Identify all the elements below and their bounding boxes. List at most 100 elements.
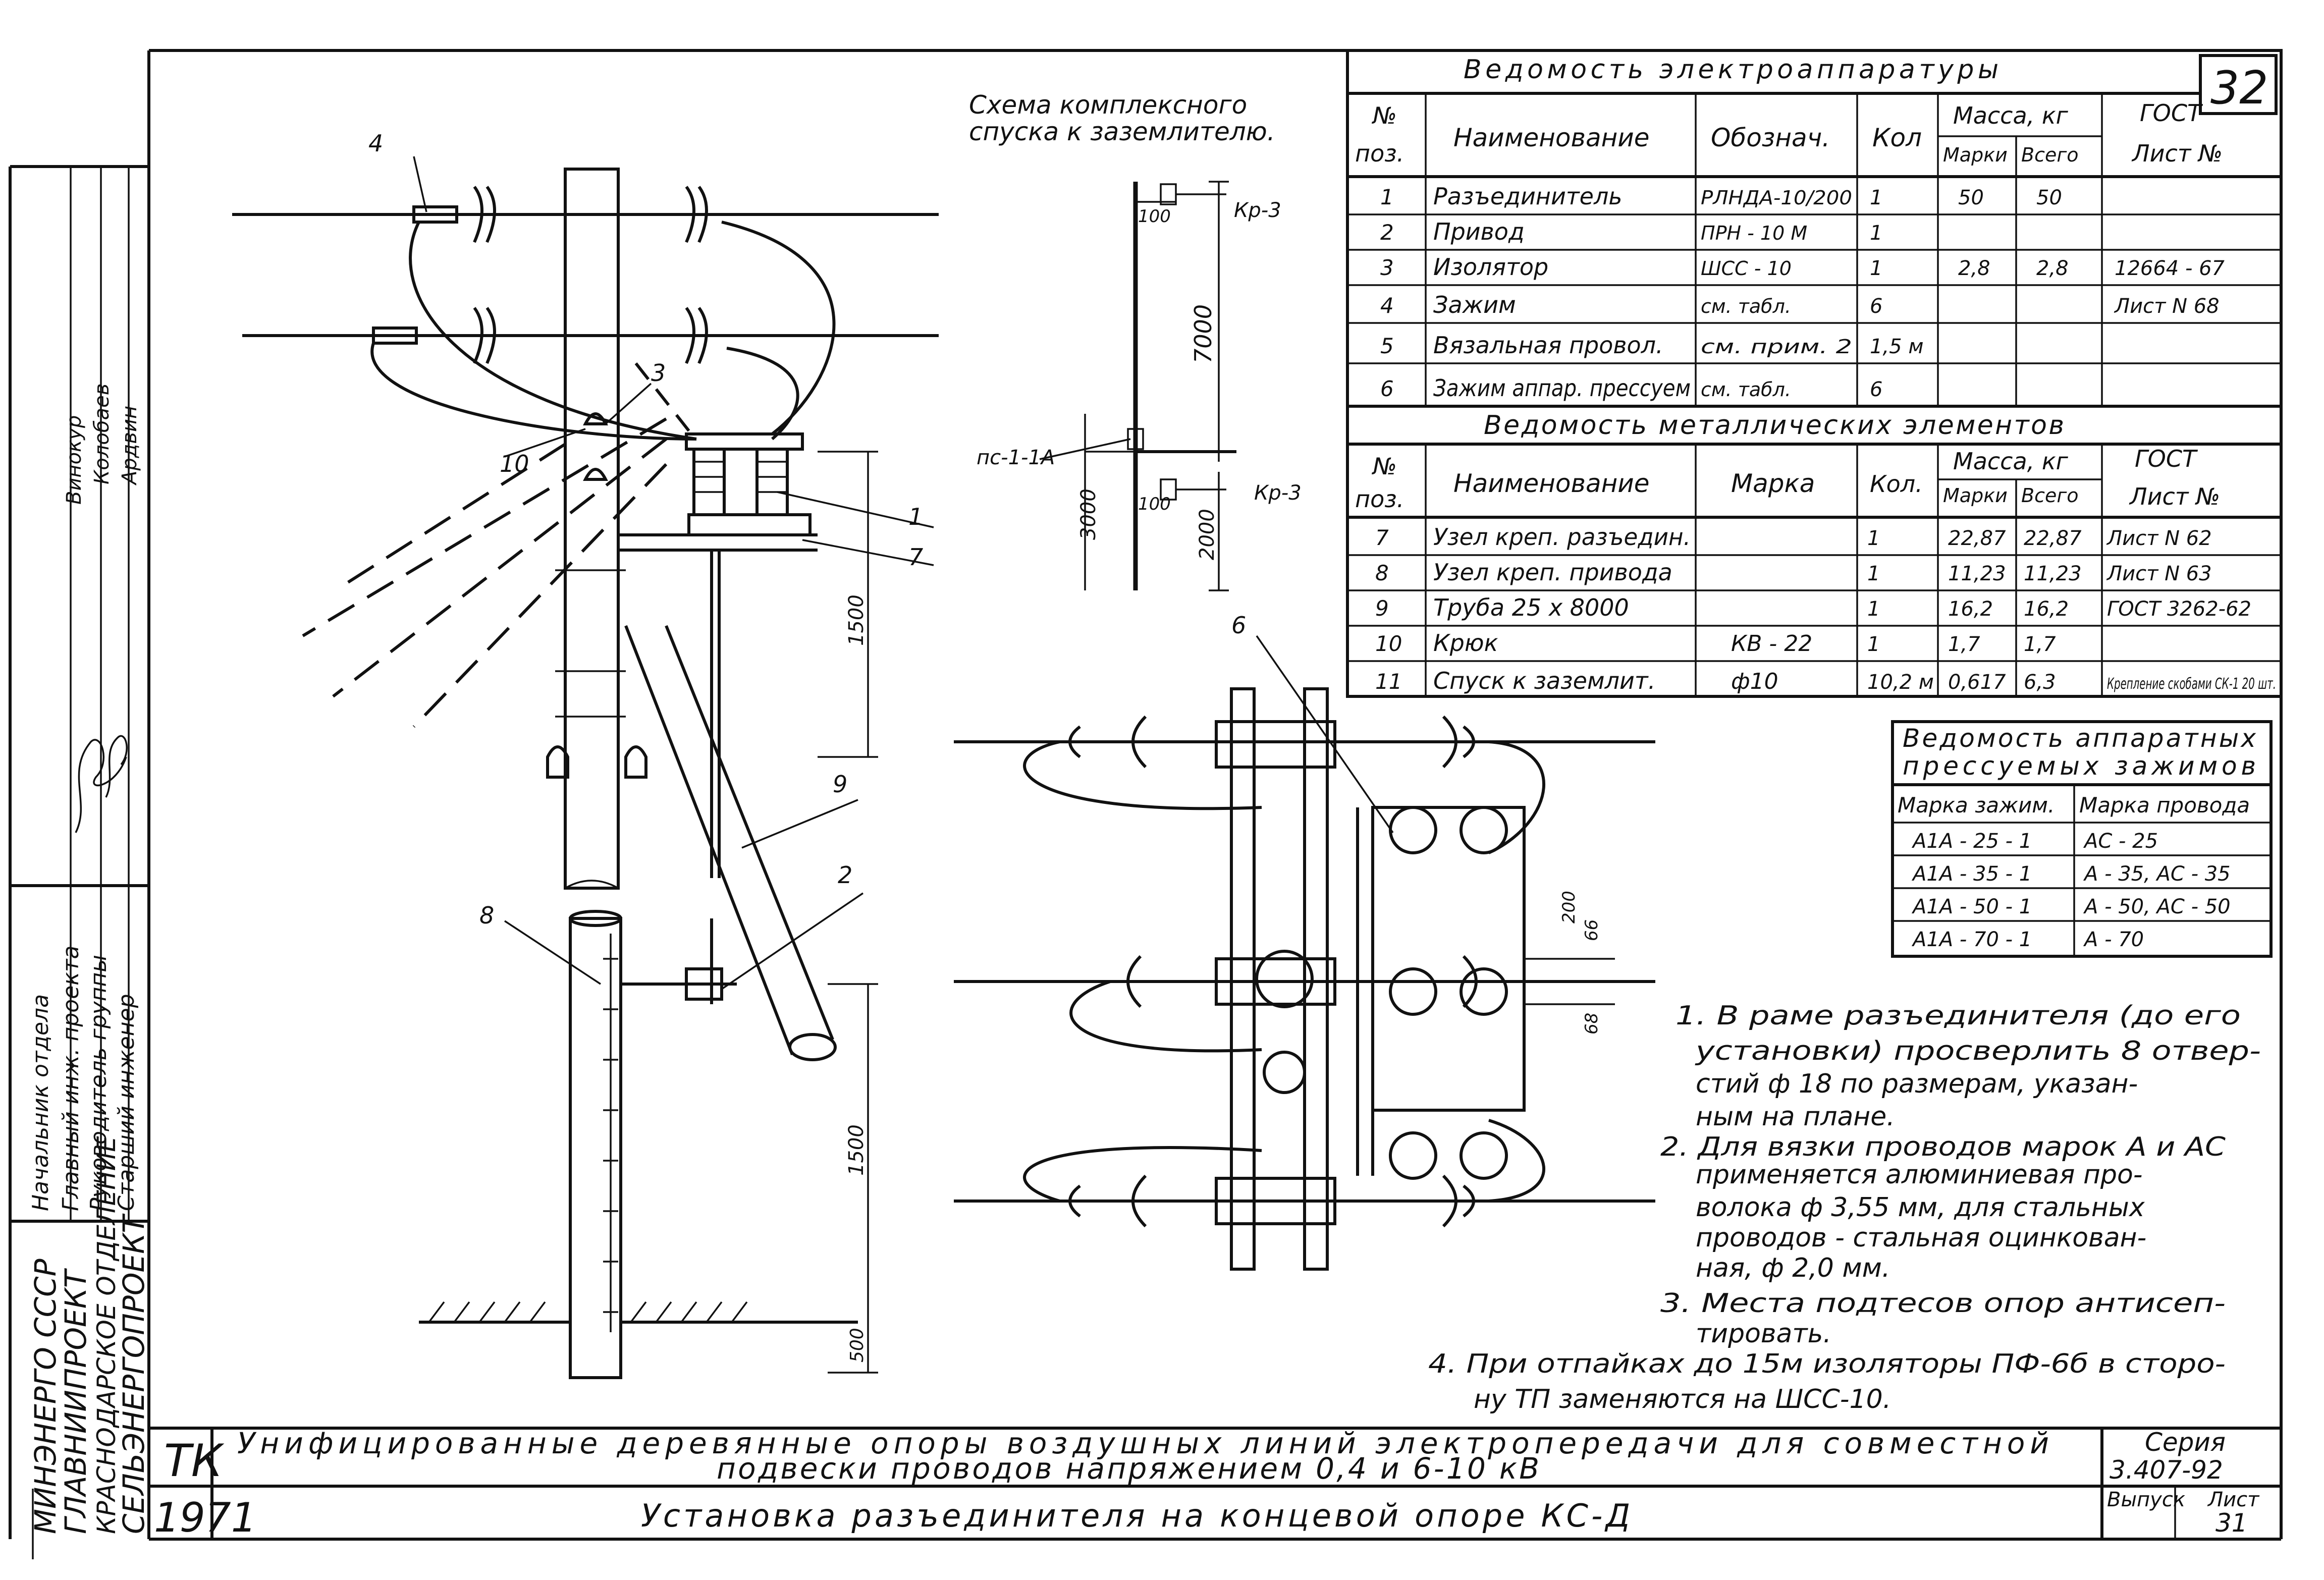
electro-row-pos: 6 (1380, 376, 1394, 401)
callout-7: 7 (908, 543, 923, 571)
electro-h-gost-bottom: Лист № (2131, 140, 2223, 167)
scheme-title-1: Схема комплексного (969, 90, 1247, 120)
electro-row-pos: 2 (1380, 220, 1394, 245)
year-label: 1971 (154, 1494, 257, 1541)
electro-row-pos: 4 (1380, 293, 1394, 318)
note-line: установки) просверлить 8 отвер- (1695, 1036, 2261, 1066)
callout-1: 1 (908, 503, 923, 530)
metal-row-qty: 1 (1867, 597, 1880, 621)
callout-9: 9 (833, 771, 847, 798)
metal-row-mass-unit: 0,617 (1948, 671, 2006, 694)
electro-row-qty: 1,5 м (1870, 335, 1924, 358)
side-role-2: Главный инж. проекта (58, 946, 84, 1211)
note-line: 4. При отпайках до 15м изоляторы ПФ-6б в… (1428, 1349, 2226, 1379)
table-clamps: Ведомость аппаратных прессуемых зажимов … (1891, 720, 2273, 958)
note-line: 3. Места подтесов опор антисеп- (1660, 1288, 2226, 1319)
note-line: ным на плане. (1696, 1102, 1895, 1132)
metal-h-pos-top: № (1371, 453, 1397, 480)
metal-row-mass-total: 22,87 (2024, 527, 2082, 550)
electro-row-code: РЛНДА-10/200 (1701, 187, 1852, 209)
electro-h-pos-top: № (1371, 102, 1397, 129)
callout-4: 4 (368, 130, 383, 157)
metal-row-mass-unit: 22,87 (1948, 527, 2006, 550)
scheme-d7000: 7000 (1190, 304, 1217, 363)
org-line-2: ГЛАВНИИПРОЕКТ (59, 1268, 93, 1534)
electro-row-name: Зажим аппар. прессуем (1433, 374, 1691, 402)
signature-2 (105, 735, 128, 798)
callout-8: 8 (479, 902, 494, 929)
series-value: 3.407-92 (2110, 1455, 2223, 1485)
callout-2: 2 (838, 861, 852, 889)
metal-row-pos: 9 (1375, 596, 1389, 621)
electro-h-mass-total: Всего (2021, 144, 2079, 166)
series-label: Серия (2145, 1428, 2226, 1457)
electro-row-pos: 3 (1380, 255, 1394, 280)
side-name-2: Колобаев (90, 384, 114, 484)
metal-row-pos: 8 (1375, 561, 1389, 585)
metal-row-gost: Лист N 63 (2106, 562, 2212, 585)
electro-h-name: Наименование (1453, 123, 1650, 152)
callout-10: 10 (500, 450, 529, 477)
electro-row-gost: 12664 - 67 (2115, 257, 2225, 280)
title-line-3: Установка разъединителя на концевой опор… (641, 1497, 1630, 1534)
table-metal: Ведомость металлических элементов № поз.… (1346, 405, 2283, 698)
metal-row-mass-total: 11,23 (2024, 562, 2082, 585)
metal-h-mass-total: Всего (2021, 484, 2079, 507)
elev-d1500b: 1500 (845, 1124, 868, 1176)
electro-h-gost-top: ГОСТ (2140, 99, 2203, 127)
scheme-kr3-bottom: Кр-3 (1254, 481, 1302, 505)
pole-lower (569, 917, 622, 1379)
scheme-title-2: спуска к заземлителю. (969, 117, 1275, 146)
electro-row-mass-unit: 2,8 (1958, 257, 1990, 280)
note-line: тировать. (1696, 1319, 1831, 1349)
metal-h-gost-bottom: Лист № (2129, 483, 2220, 510)
metal-row-pos: 11 (1375, 669, 1402, 694)
metal-row-mass-unit: 1,7 (1948, 633, 1980, 656)
clamp-row-wire: А - 70 (2083, 928, 2144, 951)
electro-row-code: ШСС - 10 (1701, 257, 1792, 280)
side-role-4: Старший инженер (114, 994, 139, 1211)
electro-row-pos: 5 (1380, 334, 1394, 358)
scheme-kr3-top: Кр-3 (1234, 199, 1281, 222)
metal-row-mark: ф10 (1731, 669, 1778, 694)
note-line: применяется алюминиевая про- (1696, 1160, 2143, 1190)
electro-row-code: см. табл. (1701, 378, 1791, 401)
plan-d66: 66 (1582, 919, 1602, 941)
clamp-row-clamp: А1А - 70 - 1 (1911, 928, 2032, 951)
metal-h-qty: Кол. (1870, 470, 1923, 498)
electro-h-qty: Кол (1872, 123, 1922, 152)
note-line: стий ф 18 по размерам, указан- (1696, 1069, 2138, 1099)
metal-h-pos-bottom: поз. (1355, 485, 1404, 513)
issue-label: Выпуск (2107, 1488, 2185, 1511)
metal-row-name: Крюк (1433, 629, 1498, 657)
electro-h-code: Обознач. (1711, 123, 1830, 152)
side-stamp: Начальник отдела Главный инж. проекта Ру… (9, 165, 151, 1539)
electro-row-code: см. табл. (1701, 295, 1791, 317)
callout-3: 3 (651, 359, 666, 387)
electro-h-mass: Масса, кг (1953, 102, 2069, 129)
note-line: ну ТП заменяются на ШСС-10. (1474, 1384, 1891, 1414)
metal-row-name: Спуск к заземлит. (1433, 667, 1655, 694)
side-name-3: Ардвин (118, 406, 141, 486)
electro-h-pos-bottom: поз. (1355, 140, 1404, 167)
notes-block: 1. В раме разъединителя (до егоустановки… (1428, 1001, 2261, 1414)
clamps-title-2: прессуемых зажимов (1903, 751, 2256, 781)
side-name-1: Винокур (63, 415, 86, 505)
metal-h-mass: Масса, кг (1953, 448, 2069, 475)
clamps-title-1: Ведомость аппаратных (1903, 724, 2256, 753)
scheme-ps: пс-1-1А (977, 446, 1055, 469)
org-line-3: КРАСНОДАРСКОЕ ОТДЕЛЕНИЕ (92, 1136, 121, 1534)
clamp-row-clamp: А1А - 50 - 1 (1911, 895, 2032, 918)
electro-row-name: Зажим (1433, 291, 1516, 318)
note-line: ная, ф 2,0 мм. (1696, 1253, 1890, 1283)
metal-row-name: Труба 25 х 8000 (1433, 594, 1629, 621)
clamp-row-wire: А - 35, АС - 35 (2083, 862, 2231, 886)
crossarm-right (1303, 687, 1329, 1271)
metal-row-mark: КВ - 22 (1731, 631, 1812, 657)
note-line: волока ф 3,55 мм, для стальных (1696, 1192, 2145, 1223)
table-electro-title: Ведомость электроаппаратуры (1464, 55, 1998, 85)
metal-row-mass-total: 1,7 (2024, 633, 2056, 656)
